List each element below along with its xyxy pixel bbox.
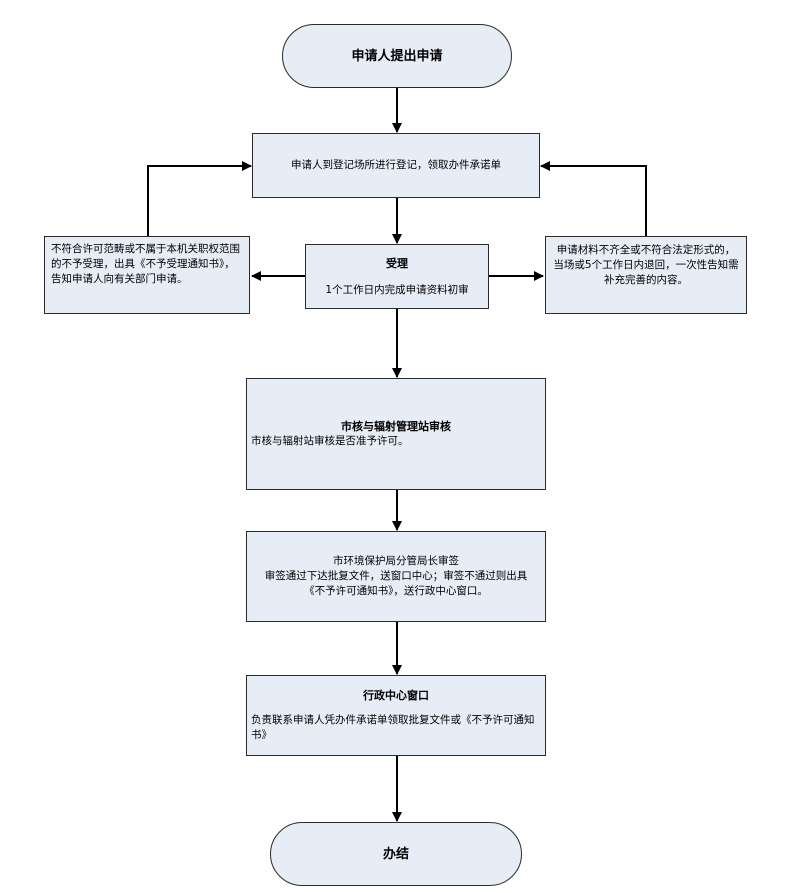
end-node: 办结 <box>270 822 522 886</box>
review-node: 市核与辐射管理站审核 市核与辐射站审核是否准予许可。 <box>246 378 546 490</box>
end-label: 办结 <box>382 846 409 862</box>
window-node: 行政中心窗口 负责联系申请人凭办件承诺单领取批复文件或《不予许可通知书》 <box>246 675 546 756</box>
sign-title: 市环境保护局分管局长审签 <box>333 555 459 567</box>
sign-node: 市环境保护局分管局长审签 审签通过下达批复文件，送窗口中心；审签不通过则出具《不… <box>246 531 546 622</box>
start-label: 申请人提出申请 <box>351 48 443 64</box>
accept-body: 1个工作日内完成申请资料初审 <box>325 283 469 296</box>
register-node: 申请人到登记场所进行登记，领取办件承诺单 <box>252 133 540 198</box>
accept-node: 受理 1个工作日内完成申请资料初审 <box>305 244 489 309</box>
register-label: 申请人到登记场所进行登记，领取办件承诺单 <box>291 159 501 171</box>
sign-body: 审签通过下达批复文件，送窗口中心；审签不通过则出具《不予许可通知书》，送行政中心… <box>264 570 528 597</box>
arrow-reject-back-to-register <box>147 161 252 236</box>
review-body: 市核与辐射站审核是否准予许可。 <box>251 435 409 447</box>
review-title: 市核与辐射管理站审核 <box>341 420 451 433</box>
reject-node: 不符合许可范畴或不属于本机关职权范围的不予受理，出具《不予受理通知书》，告知申请… <box>44 236 250 314</box>
start-node: 申请人提出申请 <box>282 24 512 88</box>
arrow-supplement-back-to-register <box>540 161 647 236</box>
supplement-node: 申请材料不齐全或不符合法定形式的，当场或5个工作日内退回，一次性告知需补充完善的… <box>545 236 747 314</box>
reject-text: 不符合许可范畴或不属于本机关职权范围的不予受理，出具《不予受理通知书》，告知申请… <box>51 243 240 285</box>
window-body: 负责联系申请人凭办件承诺单领取批复文件或《不予许可通知书》 <box>251 714 535 741</box>
accept-title: 受理 <box>386 256 408 270</box>
window-title: 行政中心窗口 <box>363 689 429 702</box>
supplement-text: 申请材料不齐全或不符合法定形式的，当场或5个工作日内退回，一次性告知需补充完善的… <box>553 244 739 286</box>
